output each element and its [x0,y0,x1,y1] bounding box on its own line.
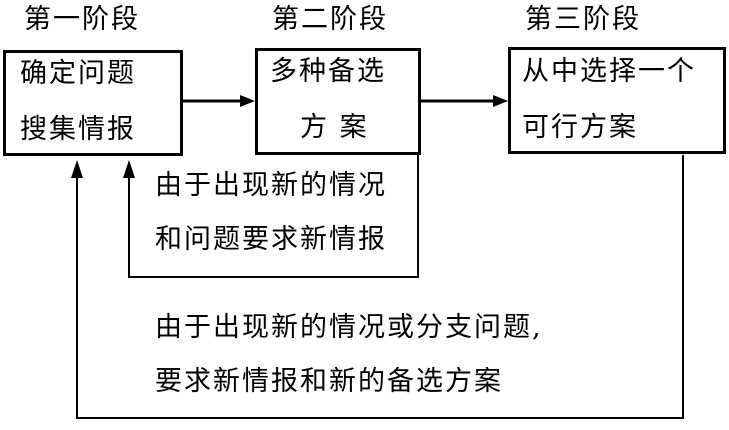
stage2-box [255,48,421,155]
stage2-line1: 多种备选 [270,56,386,87]
inner-feedback-loop [123,155,419,278]
stage1-label: 第一阶段 [24,4,140,35]
inner-feedback-line2: 和问题要求新情报 [155,224,387,255]
outer-feedback-line1: 由于出现新的情况或分支问题, [155,312,543,343]
arrow-stage1-to-stage2 [183,95,255,107]
stage1-box [3,50,183,156]
stage3-box [508,47,726,154]
stage3-line1: 从中选择一个 [522,56,696,87]
stage3-line2: 可行方案 [522,112,638,143]
stage1-line1: 确定问题 [20,58,136,89]
outer-feedback-line2: 要求新情报和新的备选方案 [155,366,503,397]
stage2-label: 第二阶段 [272,4,388,35]
stage3-label: 第三阶段 [525,4,641,35]
inner-feedback-line1: 由于出现新的情况 [155,170,387,201]
arrow-stage2-to-stage3 [420,95,508,107]
outer-feedback-loop [71,155,684,419]
stage1-line2: 搜集情报 [20,114,136,145]
stage2-line2: 方 案 [300,112,369,143]
